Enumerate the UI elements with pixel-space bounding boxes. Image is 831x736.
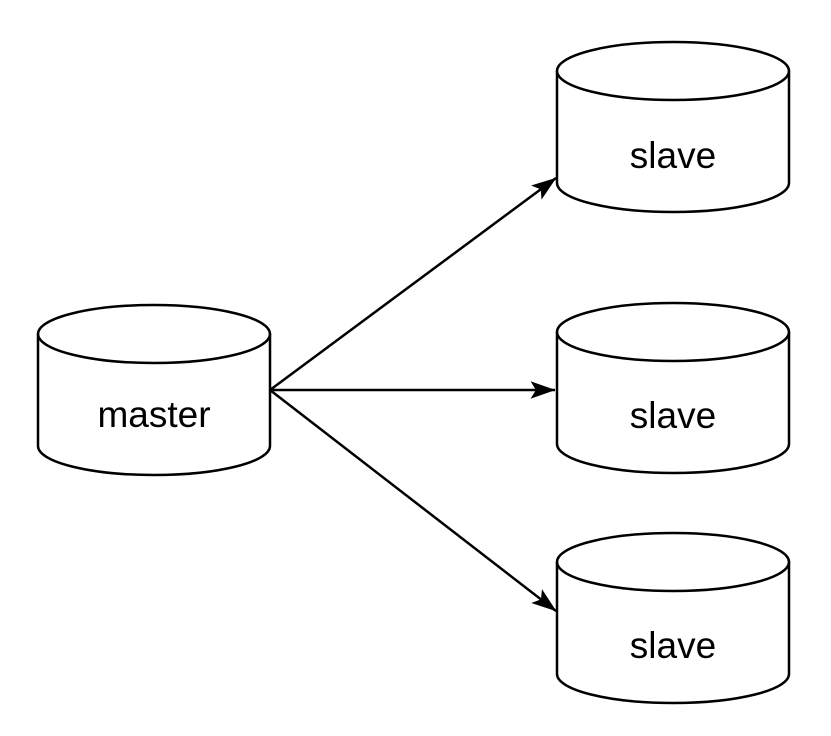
node-label-slave-bottom: slave bbox=[630, 625, 716, 666]
db-cylinder-body bbox=[555, 40, 791, 214]
node-master: master bbox=[36, 303, 272, 477]
node-label-slave-middle: slave bbox=[630, 395, 716, 436]
node-slave-top: slave bbox=[555, 40, 791, 214]
arrow-master-to-slave-bottom bbox=[269, 389, 557, 612]
db-cylinder-rim bbox=[36, 333, 272, 365]
db-cylinder-rim bbox=[555, 70, 791, 102]
node-label-slave-top: slave bbox=[630, 135, 716, 176]
db-cylinder-rim bbox=[555, 561, 791, 593]
replication-arrows bbox=[269, 176, 557, 612]
db-cylinder-body bbox=[555, 531, 791, 705]
node-slave-bottom: slave bbox=[555, 531, 791, 705]
node-label-master: master bbox=[97, 394, 210, 435]
arrow-master-to-slave-top bbox=[269, 176, 557, 392]
db-cylinder-body bbox=[555, 301, 791, 475]
db-cylinder-rim bbox=[555, 331, 791, 363]
db-cylinder-body bbox=[36, 303, 272, 477]
node-slave-middle: slave bbox=[555, 301, 791, 475]
